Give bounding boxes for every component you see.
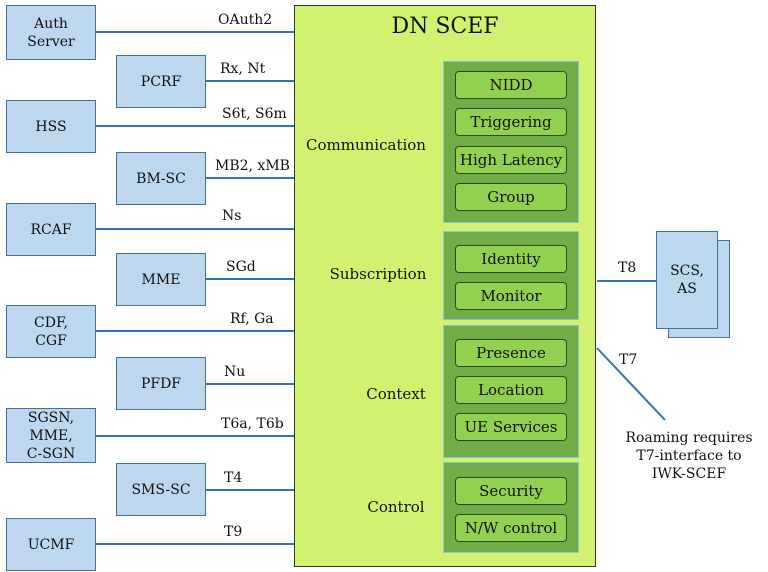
link-t7 [596, 347, 666, 421]
group-control: Security N/W control [443, 462, 579, 553]
capability-identity: Identity [455, 245, 567, 273]
capability-nw-control: N/W control [455, 514, 567, 542]
category-context: Context [366, 385, 426, 403]
capability-monitor: Monitor [455, 282, 567, 310]
roaming-note: Roaming requires T7-interface to IWK-SCE… [625, 430, 753, 482]
node-ucmf: UCMF [6, 518, 96, 571]
label-nu: Nu [224, 364, 246, 380]
scef-title: DN SCEF [391, 14, 499, 39]
link-sgd [206, 278, 294, 280]
scs-as-box: SCS, AS [656, 231, 718, 329]
label-rf-ga: Rf, Ga [230, 311, 274, 327]
label-s6t-s6m: S6t, S6m [222, 106, 287, 122]
link-t9 [96, 543, 294, 545]
category-control: Control [367, 498, 425, 516]
label-t9: T9 [224, 524, 243, 540]
scef-box: DN SCEF Communication Subscription Conte… [294, 5, 596, 567]
link-mb2-xmb [206, 177, 294, 179]
capability-high-latency: High Latency [455, 146, 567, 174]
capability-group: Group [455, 183, 567, 211]
node-sgsn-mme-csgn: SGSN, MME, C-SGN [6, 408, 96, 463]
node-pfdf: PFDF [116, 357, 206, 410]
link-t4 [206, 489, 294, 491]
capability-ue-services: UE Services [455, 413, 567, 441]
link-s6t-s6m [96, 125, 294, 127]
capability-triggering: Triggering [455, 108, 567, 136]
group-context: Presence Location UE Services [443, 325, 579, 458]
label-oauth2: OAuth2 [218, 12, 273, 28]
label-sgd: SGd [226, 259, 256, 275]
label-t6a-t6b: T6a, T6b [221, 416, 284, 432]
link-ns [96, 228, 294, 230]
label-mb2-xmb: MB2, xMB [215, 158, 290, 174]
label-t4: T4 [224, 470, 243, 486]
link-rx-nt [206, 80, 294, 82]
label-t7: T7 [619, 352, 638, 368]
category-subscription: Subscription [329, 265, 427, 283]
label-ns: Ns [222, 208, 242, 224]
node-auth-server: Auth Server [6, 5, 96, 60]
capability-presence: Presence [455, 339, 567, 367]
group-subscription: Identity Monitor [443, 231, 579, 320]
capability-nidd: NIDD [455, 71, 567, 99]
link-oauth2 [96, 31, 294, 33]
capability-security: Security [455, 477, 567, 505]
capability-location: Location [455, 376, 567, 404]
node-cdf-cgf: CDF, CGF [6, 305, 96, 358]
node-hss: HSS [6, 100, 96, 153]
node-mme: MME [116, 253, 206, 306]
node-pcrf: PCRF [116, 55, 206, 108]
category-communication: Communication [306, 136, 426, 154]
node-rcaf: RCAF [6, 203, 96, 256]
node-bm-sc: BM-SC [116, 152, 206, 205]
node-sms-sc: SMS-SC [116, 463, 206, 516]
link-t6a-t6b [96, 435, 294, 437]
link-rf-ga [96, 330, 294, 332]
link-nu [206, 383, 294, 385]
label-t8: T8 [618, 260, 637, 276]
label-rx-nt: Rx, Nt [220, 61, 266, 77]
group-communication: NIDD Triggering High Latency Group [443, 61, 579, 223]
